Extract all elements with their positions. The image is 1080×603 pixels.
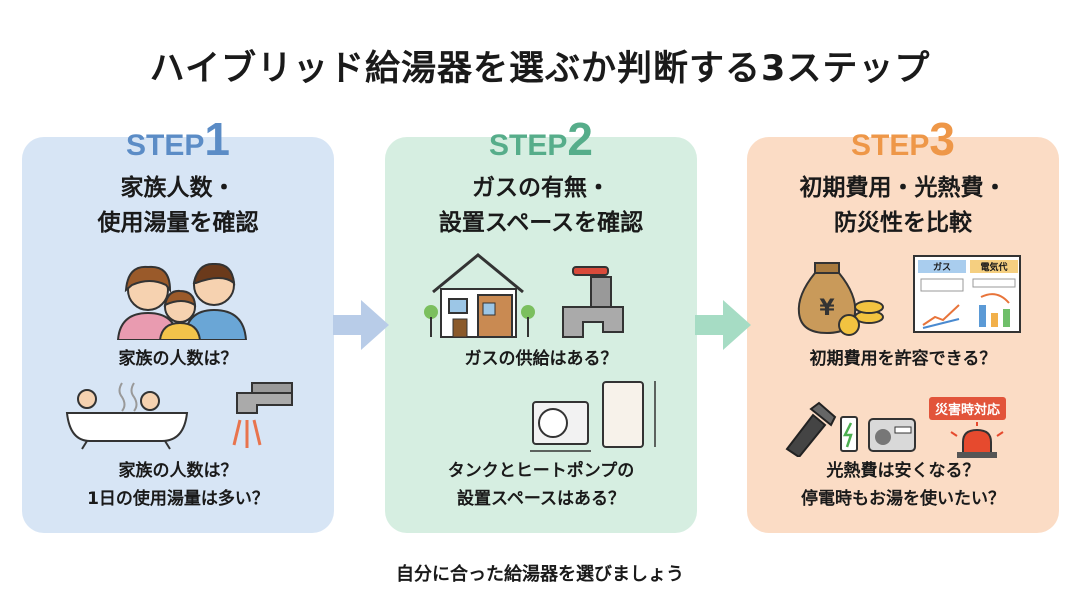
heading-line: ガスの有無・ (472, 175, 610, 201)
electricity-label: 電気代 (970, 260, 1018, 273)
question-line: タンクとヒートポンプの (447, 461, 635, 481)
question-line: 設置スペースはある？ (457, 489, 625, 509)
yen-symbol: ¥ (819, 296, 835, 321)
step-number: 1 (204, 113, 230, 165)
emergency-siren-icon (950, 422, 1004, 458)
house-and-gas-pipe-icon (424, 253, 624, 338)
step-heading: ガスの有無・設置スペースを確認 (385, 171, 697, 241)
question-text-2: 光熱費は安くなる？ 停電時もお湯を使いたい？ (747, 457, 1059, 513)
step-heading: 初期費用・光熱費・防災性を比較 (747, 171, 1059, 241)
heading-line: 初期費用・光熱費・ (799, 175, 1007, 201)
step-word: STEP (126, 129, 205, 162)
question-line: 停電時もお湯を使いたい？ (801, 489, 1005, 509)
heat-pump-and-tank-icon (530, 381, 656, 452)
question-line: 家族の人数は？ (118, 461, 238, 481)
step-heading: 家族人数・使用湯量を確認 (22, 171, 334, 241)
step-number: 2 (567, 113, 593, 165)
arrow-right-icon (695, 300, 751, 350)
disaster-response-tag: 災害時対応 (929, 397, 1007, 420)
step-1-label: STEP1 (22, 112, 334, 166)
question-line: 1日の使用湯量は多い？ (87, 489, 269, 509)
arrow-right-icon (333, 300, 389, 350)
footer-message: 自分に合った給湯器を選びましょう (396, 564, 684, 585)
heading-line: 家族人数・ (120, 175, 236, 201)
step-number: 3 (929, 113, 955, 165)
money-bag-icon: ¥ (797, 262, 884, 336)
step-3-panel: 初期費用・光熱費・防災性を比較 ¥ ガス 電気代 初期費用を許容できる？ 災害時… (747, 137, 1059, 533)
step-3-label: STEP3 (747, 112, 1059, 166)
cost-comparison-chart-icon: ガス 電気代 (913, 255, 1021, 333)
question-text-2: タンクとヒートポンプの設置スペースはある？ (385, 457, 697, 513)
question-text: 初期費用を許容できる？ (809, 349, 997, 369)
question-line: 光熱費は安くなる？ (826, 461, 980, 481)
question-text: 家族の人数は？ (118, 349, 238, 369)
gas-label: ガス (918, 260, 966, 273)
heading-line: 設置スペースを確認 (438, 210, 644, 236)
flashlight-battery-radio-icon (785, 401, 916, 457)
step-word: STEP (851, 129, 930, 162)
bathtub-and-faucet-icon (65, 382, 293, 450)
step-word: STEP (489, 129, 568, 162)
family-icon (116, 262, 248, 340)
step-2-label: STEP2 (385, 112, 697, 166)
heading-line: 防災性を比較 (834, 210, 972, 236)
step-2-panel: ガスの有無・設置スペースを確認 ガスの供給はある？ タンクとヒートポンプの設置ス… (385, 137, 697, 533)
heading-line: 使用湯量を確認 (97, 210, 259, 236)
page-title: ハイブリッド給湯器を選ぶか判断する3ステップ (149, 49, 931, 89)
question-text-2: 家族の人数は？ 1日の使用湯量は多い？ (22, 457, 334, 513)
question-text: ガスの供給はある？ (464, 349, 618, 369)
step-1-panel: 家族人数・使用湯量を確認 家族の人数は？ 家族の人数は？ 1日の使用湯量は多い？ (22, 137, 334, 533)
